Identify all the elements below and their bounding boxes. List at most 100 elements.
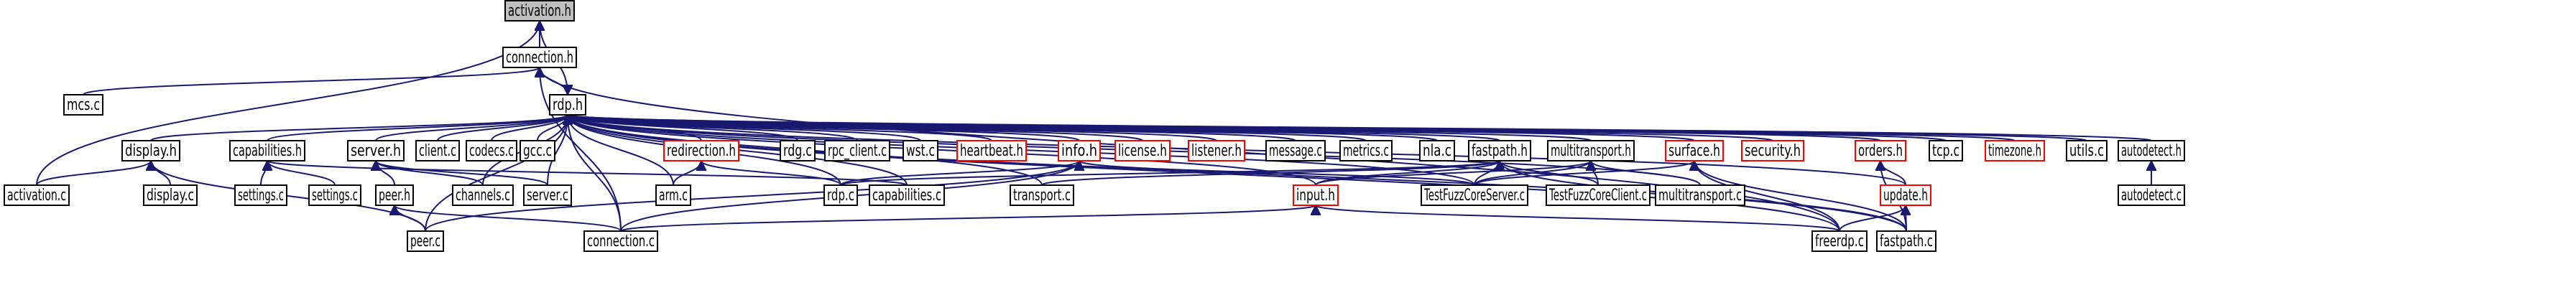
node-box (663, 140, 739, 161)
edge-display_h-to-activation_c (36, 160, 151, 186)
node-label: autodetect.c (2121, 187, 2182, 205)
edge-fastpath_h-to-rdp_c (840, 160, 1500, 186)
node-connection-c[interactable]: connection.c (583, 230, 658, 252)
node-heartbeat-h[interactable]: heartbeat.h (956, 140, 1027, 161)
node-activation-c[interactable]: activation.c (4, 184, 70, 206)
node-connection-h[interactable]: connection.h (502, 47, 577, 68)
node-surface-h[interactable]: surface.h (1665, 140, 1724, 161)
node-multitransport-c[interactable]: multitransport.c (1655, 184, 1745, 206)
node-display-h[interactable]: display.h (121, 140, 180, 161)
node-timezone-h[interactable]: timezone.h (1985, 140, 2045, 161)
node-label: settings.c (238, 187, 284, 205)
edge-rdp_h-to-display_h (150, 114, 568, 141)
node-box (1188, 140, 1245, 161)
node-wst-c[interactable]: wst.c (902, 140, 938, 161)
node-metrics-c[interactable]: metrics.c (1339, 140, 1393, 161)
node-redirection-h[interactable]: redirection.h (663, 140, 739, 161)
node-box (143, 184, 198, 206)
node-server-c[interactable]: server.c (523, 184, 572, 206)
node-freerdp-c[interactable]: freerdp.c (1811, 230, 1868, 252)
edge-redirection_h-to-arm_c (673, 160, 701, 186)
node-rdp-h[interactable]: rdp.h (549, 94, 586, 116)
node-rpc-client-c[interactable]: rpc_client.c (824, 140, 890, 161)
node-capabilities-h[interactable]: capabilities.h (229, 140, 305, 161)
node-label: surface.h (1668, 142, 1720, 160)
node-autodetect-h[interactable]: autodetect.h (2118, 140, 2185, 161)
node-box (1855, 140, 1906, 161)
node-multitransport-h[interactable]: multitransport.h (1547, 140, 1635, 161)
node-box (1876, 230, 1936, 252)
node-box (869, 184, 945, 206)
node-display-c[interactable]: display.c (143, 184, 198, 206)
node-label: capabilities.h (233, 142, 302, 160)
node-update-h[interactable]: update.h (1880, 184, 1931, 206)
node-security-h[interactable]: security.h (1741, 140, 1804, 161)
edge-peer_h-to-peer_c (394, 205, 426, 232)
node-arm-c[interactable]: arm.c (655, 184, 691, 206)
node-box (823, 184, 858, 206)
node-channels-c[interactable]: channels.c (452, 184, 514, 206)
node-box (466, 140, 517, 161)
node-listener-h[interactable]: listener.h (1188, 140, 1245, 161)
node-mcs-c[interactable]: mcs.c (63, 94, 103, 116)
edge-capabilities_h-to-settings_c2 (267, 160, 336, 186)
node-input-h[interactable]: input.h (1293, 184, 1339, 206)
node-rdg-c[interactable]: rdg.c (780, 140, 816, 161)
node-label: multitransport.c (1658, 187, 1742, 205)
node-label: codecs.c (469, 142, 514, 160)
node-utils-c[interactable]: utils.c (2066, 140, 2108, 161)
node-gcc-c[interactable]: gcc.c (520, 140, 555, 161)
node-transport-c[interactable]: transport.c (1010, 184, 1074, 206)
node-tcp-c[interactable]: tcp.c (1929, 140, 1963, 161)
node-box (549, 94, 586, 116)
node-box (1880, 184, 1931, 206)
edge-fastpath_h-to-input_h (1315, 160, 1500, 186)
node-label: fastpath.c (1880, 233, 1933, 250)
node-label: transport.c (1013, 187, 1071, 205)
node-server-h[interactable]: server.h (347, 140, 405, 161)
node-label: peer.c (410, 233, 440, 250)
node-rdp-c[interactable]: rdp.c (823, 184, 858, 206)
node-license-h[interactable]: license.h (1114, 140, 1171, 161)
node-fastpath-h[interactable]: fastpath.h (1468, 140, 1531, 161)
edge-display_h-to-display_c (151, 160, 171, 186)
node-label: settings.c (312, 187, 358, 205)
node-peer-h[interactable]: peer.h (375, 184, 414, 206)
node-label: update.h (1883, 187, 1928, 205)
node-testfuzzcoreclient-c[interactable]: TestFuzzCoreClient.c (1546, 184, 1651, 206)
node-testfuzzcoreserver-c[interactable]: TestFuzzCoreServer.c (1421, 184, 1528, 206)
node-box (2118, 184, 2185, 206)
node-box (2066, 140, 2108, 161)
node-box (234, 184, 287, 206)
node-box (956, 140, 1027, 161)
node-box (1114, 140, 1171, 161)
node-box (4, 184, 70, 206)
node-settings-c1[interactable]: settings.c (234, 184, 287, 206)
node-fastpath-c[interactable]: fastpath.c (1876, 230, 1936, 252)
node-box (1929, 140, 1963, 161)
node-codecs-c[interactable]: codecs.c (466, 140, 517, 161)
node-label: gcc.c (523, 142, 552, 160)
edge-info_h-to-peer_c (425, 160, 1079, 232)
edge-rdp_h-to-arm_c (568, 114, 674, 186)
node-autodetect-c[interactable]: autodetect.c (2118, 184, 2185, 206)
node-box (902, 140, 938, 161)
node-box (1811, 230, 1868, 252)
node-label: security.h (1745, 142, 1801, 160)
edge-input_h-to-connection_c (620, 205, 1316, 232)
edge-redirection_h-to-rdp_c (701, 160, 841, 186)
edge-rdp_h-to-client_c (437, 114, 568, 141)
node-nla-c[interactable]: nla.c (1419, 140, 1455, 161)
node-capabilities-c[interactable]: capabilities.c (869, 184, 945, 206)
node-label: TestFuzzCoreClient.c (1548, 187, 1647, 205)
node-label: input.h (1296, 187, 1335, 205)
node-box (824, 140, 890, 161)
node-peer-c[interactable]: peer.c (407, 230, 444, 252)
node-settings-c2[interactable]: settings.c (308, 184, 361, 206)
node-message-c[interactable]: message.c (1265, 140, 1326, 161)
node-box (1468, 140, 1531, 161)
node-info-h[interactable]: info.h (1058, 140, 1101, 161)
node-orders-h[interactable]: orders.h (1855, 140, 1906, 161)
edge-rdp_h-to-capabilities_h (267, 114, 568, 141)
node-client-c[interactable]: client.c (415, 140, 460, 161)
